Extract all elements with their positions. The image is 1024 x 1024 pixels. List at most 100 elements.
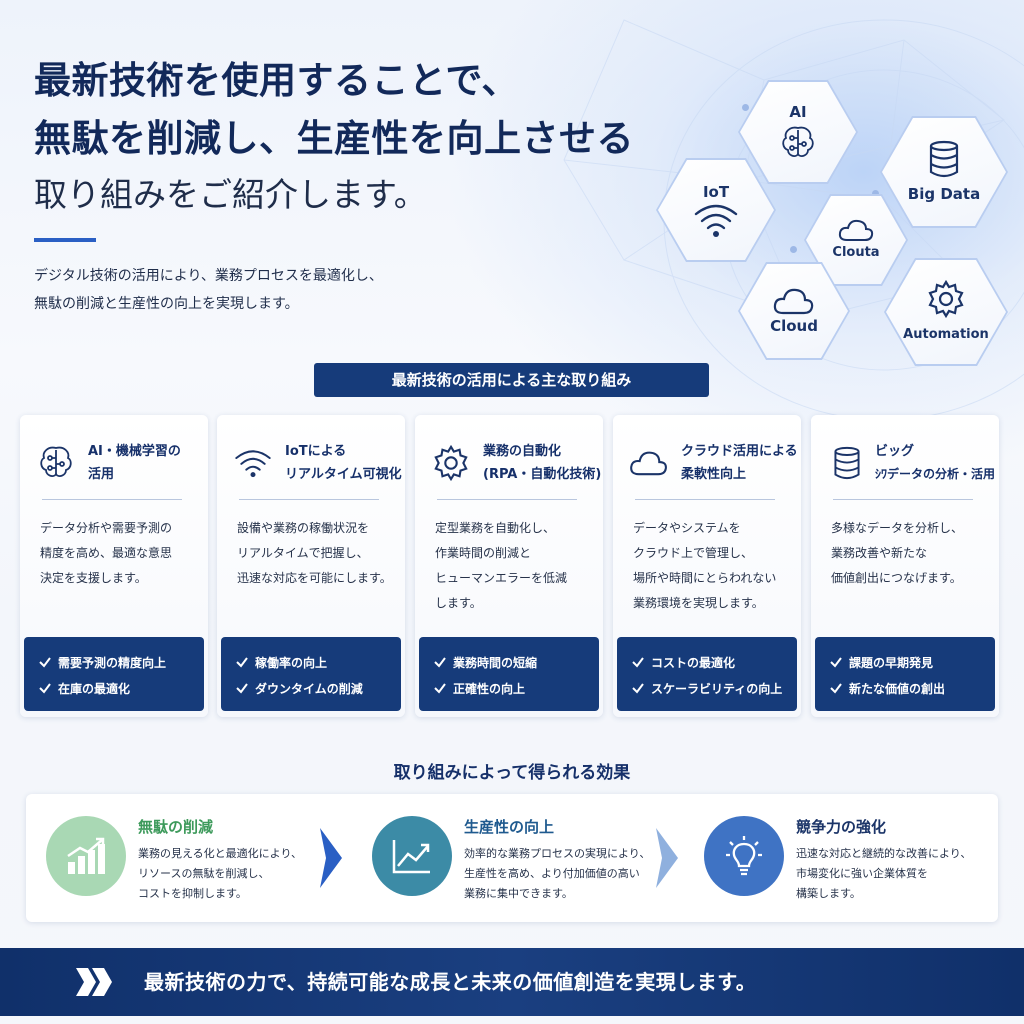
check-icon — [434, 657, 446, 668]
benefit-text: コストの最適化 — [651, 655, 736, 670]
hex-clouta-label: Clouta — [832, 245, 880, 260]
card-title-line: AI・機械学習の — [88, 444, 181, 459]
card-title-line: リアルタイム可視化 — [285, 467, 402, 482]
card-iot: IoTによる リアルタイム可視化 設備や業務の稼働状況を リアルタイムで把握し、… — [217, 415, 405, 717]
effect-waste-reduction: 無駄の削減 業務の見える化と最適化により、 リソースの無駄を削減し、 コストを抑… — [26, 794, 326, 922]
card-title-line: (RPA・自動化技術) — [483, 467, 602, 482]
hero-title-line-2: 無駄を削減し、生産性を向上させる — [34, 117, 634, 160]
card-body-line: データ分析や需要予測の — [40, 521, 173, 535]
card-big-data-body: 多様なデータを分析し、 業務改善や新たな 価値創出につなげます。 — [831, 516, 991, 591]
card-body-line: ヒューマンエラーを低減 — [435, 571, 568, 585]
hero-accent-rule — [34, 238, 96, 242]
check-icon — [236, 683, 248, 694]
card-body-line: データやシステムを — [633, 521, 741, 535]
card-cloud-body: データやシステムを クラウド上で管理し、 場所や時間にとらわれない 業務環境を実… — [633, 516, 793, 616]
effect-body: 迅速な対応と継続的な改善により、 市場変化に強い企業体質を 構築します。 — [796, 844, 971, 904]
cloud-icon — [627, 441, 671, 485]
card-title-line: クラウド活用による — [681, 444, 798, 459]
benefit-item: 課題の早期発見 — [829, 649, 995, 675]
card-big-data-title: ビッグ ｼﾜデータの分析・活用 — [875, 440, 995, 486]
effect-competitiveness: 競争力の強化 迅速な対応と継続的な改善により、 市場変化に強い企業体質を 構築し… — [684, 794, 994, 922]
effect-body-line: コストを抑制します。 — [138, 887, 247, 900]
chevron-right-icon — [656, 828, 678, 888]
footer-banner: 最新技術の力で、持続可能な成長と未来の価値創造を実現します。 — [0, 948, 1024, 1016]
benefit-text: 新たな価値の創出 — [849, 681, 946, 696]
card-cloud-benefits: コストの最適化 スケーラビリティの向上 — [617, 637, 797, 711]
effect-body-line: 構築します。 — [796, 887, 861, 900]
benefit-item: 新たな価値の創出 — [829, 675, 995, 701]
benefit-item: ダウンタイムの削減 — [235, 675, 401, 701]
hex-cloud-label: Cloud — [770, 317, 818, 335]
card-title-line: 活用 — [88, 467, 115, 482]
database-icon — [929, 140, 959, 178]
effects-panel: 無駄の削減 業務の見える化と最適化により、 リソースの無駄を削減し、 コストを抑… — [26, 794, 998, 922]
hex-automation: Automation — [884, 258, 1008, 366]
benefit-item: スケーラビリティの向上 — [631, 675, 797, 701]
card-body-line: 価値創出につなげます。 — [831, 571, 962, 585]
effect-body-line: 生産性を高め、より付加価値の高い — [464, 867, 640, 880]
effect-body-line: 効率的な業務プロセスの実現により、 — [464, 847, 651, 860]
effect-body-line: 市場変化に強い企業体質を — [796, 867, 928, 880]
card-iot-benefits: 稼働率の向上 ダウンタイムの削減 — [221, 637, 401, 711]
card-divider — [635, 499, 775, 500]
wifi-icon — [694, 204, 738, 237]
brain-chip-icon — [782, 126, 814, 157]
benefit-item: 業務時間の短縮 — [433, 649, 599, 675]
card-body-line: します。 — [435, 596, 482, 610]
decor-dot — [790, 246, 797, 253]
card-body-line: 定型業務を自動化し、 — [435, 521, 556, 535]
decor-dot — [742, 104, 749, 111]
card-automation-title: 業務の自動化 (RPA・自動化技術) — [483, 440, 601, 486]
check-icon — [632, 683, 644, 694]
decor-dot — [872, 190, 879, 197]
card-body-line: リアルタイムで把握し、 — [237, 546, 369, 560]
check-icon — [39, 683, 51, 694]
benefit-text: 業務時間の短縮 — [453, 655, 538, 670]
trend-line-icon — [372, 816, 452, 896]
double-chevron-icon — [76, 968, 112, 996]
check-icon — [830, 657, 842, 668]
hex-ai-label: AI — [789, 103, 807, 121]
card-divider — [239, 499, 379, 500]
lightbulb-icon — [704, 816, 784, 896]
card-big-data: ビッグ ｼﾜデータの分析・活用 多様なデータを分析し、 業務改善や新たな 価値創… — [811, 415, 999, 717]
effect-body-line: 業務の見える化と最適化により、 — [138, 847, 303, 860]
chevron-right-icon — [320, 828, 342, 888]
database-icon — [825, 441, 869, 485]
wifi-icon — [231, 441, 275, 485]
hex-big-data-label: Big Data — [907, 185, 981, 203]
bar-chart-up-icon — [46, 816, 126, 896]
card-automation: 業務の自動化 (RPA・自動化技術) 定型業務を自動化し、 作業時間の削減と ヒ… — [415, 415, 603, 717]
hero-title-line-1: 最新技術を使用することで、 — [34, 59, 519, 102]
effect-body: 効率的な業務プロセスの実現により、 生産性を高め、より付加価値の高い 業務に集中… — [464, 844, 650, 904]
effect-body-line: リソースの無駄を削減し、 — [138, 867, 270, 880]
card-cloud-title: クラウド活用による 柔軟性向上 — [681, 440, 798, 486]
card-body-line: クラウド上で管理し、 — [633, 546, 754, 560]
card-cloud: クラウド活用による 柔軟性向上 データやシステムを クラウド上で管理し、 場所や… — [613, 415, 801, 717]
hex-iot-label: IoT — [702, 183, 730, 201]
hex-automation-label: Automation — [903, 327, 989, 342]
initiative-cards: AI・機械学習の 活用 データ分析や需要予測の 精度を高め、最適な意思 決定を支… — [20, 415, 1004, 719]
card-title-line: 柔軟性向上 — [681, 467, 747, 482]
card-body-line: 多様なデータを分析し、 — [831, 521, 964, 535]
effect-body-line: 業務に集中できます。 — [464, 887, 573, 900]
card-divider — [437, 499, 577, 500]
effect-title: 生産性の向上 — [464, 818, 555, 836]
hero-description-line-2: 無駄の削減と生産性の向上を実現します。 — [34, 296, 299, 312]
card-body-line: 決定を支援します。 — [40, 571, 147, 585]
effect-body: 業務の見える化と最適化により、 リソースの無駄を削減し、 コストを抑制します。 — [138, 844, 302, 904]
card-body-line: 業務改善や新たな — [831, 546, 928, 560]
card-iot-title: IoTによる リアルタイム可視化 — [285, 440, 402, 486]
benefit-text: スケーラビリティの向上 — [651, 681, 783, 696]
card-body-line: 精度を高め、最適な意思 — [40, 546, 173, 560]
card-divider — [833, 499, 973, 500]
gear-icon — [429, 441, 473, 485]
benefit-text: 在庫の最適化 — [58, 681, 131, 696]
check-icon — [632, 657, 644, 668]
card-title-line: IoTによる — [285, 444, 347, 459]
brain-icon — [34, 441, 78, 485]
check-icon — [830, 683, 842, 694]
card-iot-body: 設備や業務の稼働状況を リアルタイムで把握し、 迅速な対応を可能にします。 — [237, 516, 397, 591]
effects-title: 取り組みによって得られる効果 — [393, 763, 631, 783]
effect-title: 無駄の削減 — [138, 818, 214, 836]
